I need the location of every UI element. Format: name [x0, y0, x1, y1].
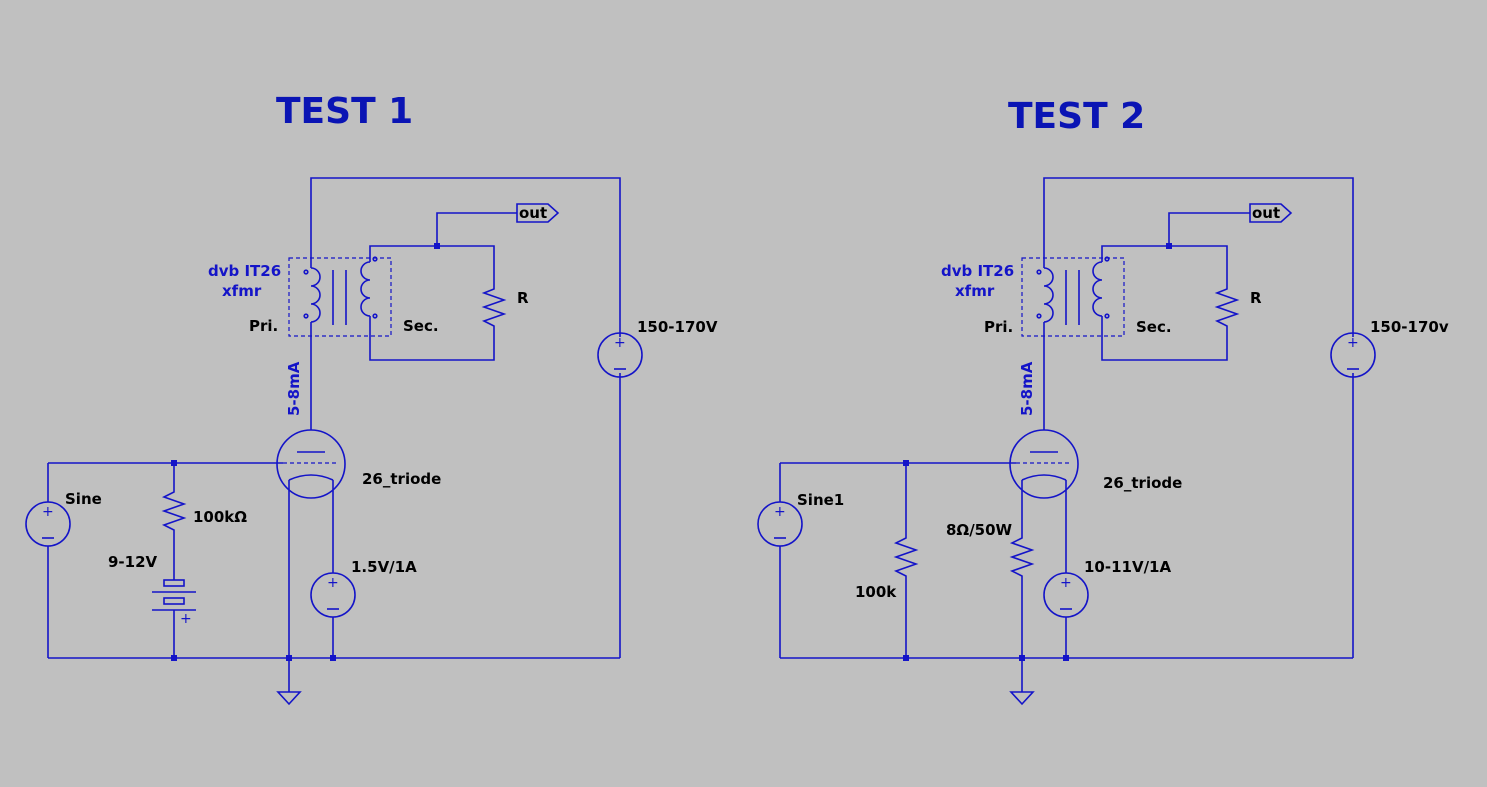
- test1-grid-resistor[interactable]: [161, 463, 187, 580]
- test2-xfmr-type: xfmr: [955, 282, 995, 300]
- svg-text:+: +: [42, 504, 54, 520]
- test1-current-label: 5-8mA: [285, 361, 303, 416]
- test2-filament-source[interactable]: +: [1043, 572, 1089, 618]
- test1-secondary-top-wire[interactable]: [369, 245, 495, 283]
- test1-plate-supply-source[interactable]: +: [597, 332, 643, 378]
- test2-sine-label: Sine1: [797, 491, 844, 509]
- test1-junction: [434, 243, 440, 249]
- test2-primary-label: Pri.: [984, 318, 1013, 336]
- test2-title: TEST 2: [1008, 96, 1145, 137]
- test2-cathode-resistor-label: 8Ω/50W: [946, 521, 1013, 539]
- test2-tube-label: 26_triode: [1103, 474, 1182, 492]
- test2-plate-supply-source[interactable]: +: [1330, 332, 1376, 378]
- test1-filament-source[interactable]: +: [310, 572, 356, 618]
- test1-xfmr-name: dvb IT26: [208, 262, 281, 280]
- test1-secondary-label: Sec.: [403, 317, 439, 335]
- test1-filament-label: 1.5V/1A: [351, 558, 417, 576]
- test1-out-wire[interactable]: [436, 212, 517, 246]
- test1-triode[interactable]: [276, 429, 346, 499]
- test2-ground-icon: [1009, 691, 1035, 706]
- test2-current-label: 5-8mA: [1018, 361, 1036, 416]
- test2-bplus-wire[interactable]: [1043, 177, 1354, 337]
- test2-junction: [1166, 243, 1172, 249]
- test1-tube-label: 26_triode: [362, 470, 441, 488]
- svg-text:+: +: [1060, 575, 1072, 591]
- test2-transformer[interactable]: [1021, 256, 1125, 337]
- test1-load-label: R: [517, 289, 529, 307]
- test2-secondary-bottom-wire[interactable]: [1101, 316, 1228, 361]
- test2-out-wire[interactable]: [1168, 212, 1250, 246]
- test2-sine-source[interactable]: +: [757, 501, 803, 547]
- test2-load-label: R: [1250, 289, 1262, 307]
- test1-out-port[interactable]: [516, 203, 560, 223]
- test1-plate-supply-label: 150-170V: [637, 318, 718, 336]
- test1-xfmr-type: xfmr: [222, 282, 262, 300]
- test2-grid-resistor[interactable]: [893, 463, 919, 658]
- test2-grid-resistor-label: 100k: [855, 583, 897, 601]
- test1-transformer[interactable]: [288, 256, 392, 337]
- test1-circuit: TEST 1 + 150-170V dvb IT26 xfmr Pri. Sec…: [25, 91, 718, 706]
- test2-out-port[interactable]: [1249, 203, 1293, 223]
- svg-text:+: +: [774, 504, 786, 520]
- test1-battery-label: 9-12V: [108, 553, 158, 571]
- test2-load-resistor[interactable]: [1214, 283, 1240, 335]
- svg-text:+: +: [180, 611, 192, 627]
- svg-text:+: +: [1347, 335, 1359, 351]
- test1-ground-icon: [276, 691, 302, 706]
- test2-secondary-top-wire[interactable]: [1101, 245, 1228, 283]
- test2-triode[interactable]: [1009, 429, 1079, 499]
- test2-xfmr-name: dvb IT26: [941, 262, 1014, 280]
- test2-filament-label: 10-11V/1A: [1084, 558, 1171, 576]
- svg-text:+: +: [327, 575, 339, 591]
- test2-circuit: TEST 2 + 150-170v dvb IT26 xfmr Pri. Sec…: [757, 96, 1449, 706]
- test1-secondary-bottom-wire[interactable]: [369, 316, 495, 361]
- test1-grid-resistor-label: 100kΩ: [193, 508, 247, 526]
- test1-out-label: out: [519, 204, 547, 222]
- test1-title: TEST 1: [276, 91, 413, 132]
- svg-text:+: +: [614, 335, 626, 351]
- test1-primary-label: Pri.: [249, 317, 278, 335]
- test1-bplus-wire[interactable]: [310, 177, 621, 337]
- test2-cathode-resistor[interactable]: [1009, 498, 1035, 692]
- test2-out-label: out: [1252, 204, 1280, 222]
- test2-plate-supply-label: 150-170v: [1370, 318, 1449, 336]
- test1-sine-source[interactable]: +: [25, 501, 71, 547]
- test1-load-resistor[interactable]: [481, 283, 507, 335]
- test2-secondary-label: Sec.: [1136, 318, 1172, 336]
- test1-sine-label: Sine: [65, 490, 102, 508]
